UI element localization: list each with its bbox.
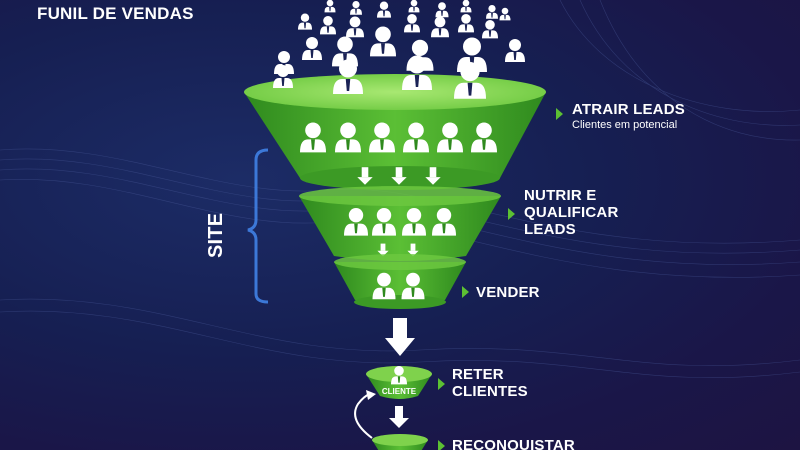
person-icon: [431, 16, 449, 38]
reconquer-bowl: [372, 434, 428, 450]
funnel-tier-sell: [334, 254, 466, 309]
stage-retain-line1: RETER: [452, 366, 504, 383]
person-icon: [320, 16, 336, 35]
person-icon: [499, 7, 511, 21]
person-icon: [350, 0, 362, 15]
person-icon: [460, 0, 472, 13]
stage-attract-subtitle: Clientes em potencial: [572, 119, 678, 131]
person-icon: [346, 16, 364, 38]
person-icon: [404, 14, 420, 33]
loop-arrow-head: [366, 390, 376, 400]
person-icon: [377, 1, 391, 18]
stage-sell-title: VENDER: [476, 284, 540, 301]
triangle-bullet-icon: [508, 208, 515, 220]
down-arrow-icon: [389, 406, 409, 428]
funnel-tier-nurture: [299, 186, 501, 261]
retain-bowl-label: CLIENTE: [382, 387, 417, 396]
stage-reconquer-title: RECONQUISTAR: [452, 437, 575, 450]
loop-arrow-icon: [354, 393, 373, 439]
person-icon: [482, 20, 498, 39]
person-icon: [370, 26, 396, 57]
stage-retain-line2: CLIENTES: [452, 383, 528, 400]
side-label-site: SITE: [205, 212, 227, 258]
triangle-bullet-icon: [556, 108, 563, 120]
funnel-tier-attract: [244, 74, 546, 190]
site-bracket: [247, 148, 269, 304]
triangle-bullet-icon: [438, 378, 445, 390]
triangle-bullet-icon: [438, 440, 445, 450]
person-icon: [458, 14, 474, 33]
stage-nurture-line2: QUALIFICAR: [524, 204, 619, 221]
triangle-bullet-icon: [462, 286, 469, 298]
person-icon: [408, 0, 420, 13]
person-icon: [298, 13, 312, 30]
person-icon: [505, 39, 525, 62]
retain-bowl: [366, 366, 432, 399]
person-icon: [324, 0, 336, 13]
stage-nurture-line1: NUTRIR E: [524, 187, 597, 204]
crowd: [274, 0, 525, 74]
page-title: FUNIL DE VENDAS: [37, 4, 194, 23]
person-icon: [302, 37, 322, 60]
stage-attract-title: ATRAIR LEADS: [572, 101, 685, 118]
person-icon: [435, 2, 449, 18]
down-arrow-icon: [385, 318, 415, 356]
stage-nurture-line3: LEADS: [524, 221, 576, 238]
person-icon: [486, 4, 498, 19]
